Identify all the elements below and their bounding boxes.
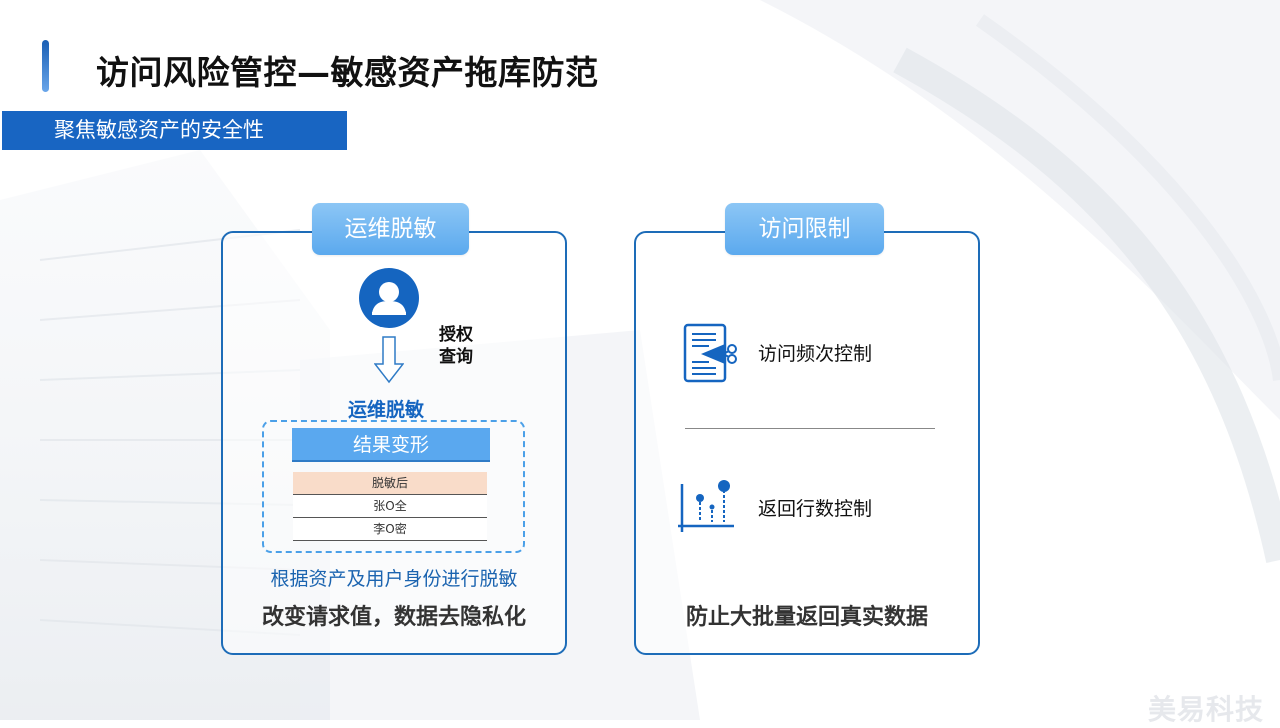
table-row: 李O密: [293, 518, 487, 541]
title-accent-bar: [42, 40, 49, 92]
masked-data-table: 脱敏后 张O全 李O密: [293, 472, 487, 541]
ops-masking-tab: 运维脱敏: [312, 203, 469, 255]
down-arrow-icon: [374, 336, 404, 384]
access-restriction-card: [634, 231, 980, 655]
ops-masking-label: 运维脱敏: [348, 399, 425, 421]
masking-result-box: [262, 420, 525, 553]
item-divider: [685, 428, 935, 429]
lollipop-chart-icon: [678, 480, 734, 532]
return-rows-control-label: 返回行数控制: [758, 498, 873, 520]
user-avatar-icon: [359, 268, 419, 328]
result-transform-bar: 结果变形: [292, 428, 490, 462]
masking-summary: 改变请求值，数据去隐私化: [261, 605, 526, 630]
masking-description: 根据资产及用户身份进行脱敏: [270, 568, 518, 590]
access-restriction-tab: 访问限制: [725, 203, 884, 255]
table-header: 脱敏后: [293, 472, 487, 495]
authorized-query-label: 授权 查询: [439, 325, 473, 367]
page-title: 访问风险管控—敏感资产拖库防范: [96, 53, 599, 92]
access-restriction-summary: 防止大批量返回真实数据: [685, 605, 928, 630]
subtitle-text: 聚焦敏感资产的安全性: [54, 118, 264, 142]
company-watermark: 美易科技: [1148, 693, 1265, 726]
table-row: 张O全: [293, 495, 487, 518]
subtitle-bar: 聚焦敏感资产的安全性: [2, 111, 347, 150]
access-frequency-control-label: 访问频次控制: [758, 343, 873, 365]
document-scissors-icon: [683, 323, 737, 383]
